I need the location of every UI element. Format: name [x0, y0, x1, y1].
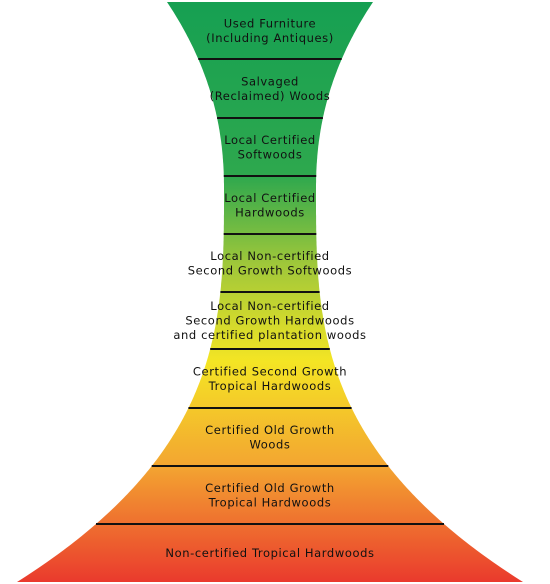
tier-dividers — [96, 58, 444, 525]
tier-label-2: Salvaged(Reclaimed) Woods — [210, 74, 331, 103]
tier-label-line: Salvaged — [241, 74, 299, 88]
tier-label-line: Softwoods — [238, 147, 303, 161]
tier-label-line: Local Non-certified — [210, 249, 329, 263]
tier-label-line: Local Certified — [224, 191, 316, 205]
tier-label-line: Certified Old Growth — [205, 423, 335, 437]
tier-label-line: Second Growth Hardwoods — [185, 314, 354, 328]
tier-label-10: Non-certified Tropical Hardwoods — [165, 546, 374, 560]
tier-label-line: Tropical Hardwoods — [208, 495, 332, 509]
tier-label-line: (Including Antiques) — [206, 31, 334, 45]
tier-label-line: Certified Second Growth — [193, 364, 347, 378]
tier-label-line: Local Certified — [224, 133, 316, 147]
tier-label-line: Non-certified Tropical Hardwoods — [165, 546, 374, 560]
tier-label-line: (Reclaimed) Woods — [210, 89, 331, 103]
tier-label-line: Certified Old Growth — [205, 481, 335, 495]
tier-label-line: Hardwoods — [235, 205, 305, 219]
tier-label-line: Tropical Hardwoods — [208, 379, 332, 393]
tier-label-line: and certified plantation woods — [173, 328, 366, 342]
tier-label-line: Local Non-certified — [210, 299, 329, 313]
tier-label-line: Used Furniture — [224, 16, 316, 30]
tier-label-line: Second Growth Softwoods — [188, 263, 353, 277]
tier-labels: Used Furniture(Including Antiques) Salvag… — [165, 16, 374, 560]
tier-label-line: Woods — [249, 437, 290, 451]
tier-label-1: Used Furniture(Including Antiques) — [206, 16, 334, 45]
